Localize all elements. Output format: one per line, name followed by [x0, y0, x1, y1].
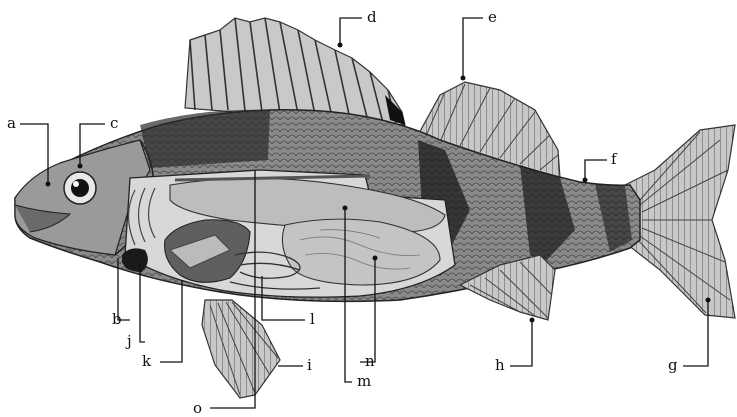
label-c: c — [110, 114, 118, 132]
label-g: g — [668, 356, 678, 374]
label-d: d — [367, 8, 377, 26]
label-f: f — [611, 150, 618, 168]
label-n: n — [365, 352, 375, 370]
caudal-fin — [625, 125, 735, 318]
label-m: m — [357, 372, 371, 390]
label-b: b — [112, 310, 122, 328]
pelvic-fin — [202, 300, 280, 398]
label-o: o — [193, 399, 202, 417]
label-i: i — [307, 356, 312, 374]
label-l: l — [310, 310, 315, 328]
label-e: e — [488, 8, 497, 26]
label-a: a — [7, 114, 16, 132]
label-k: k — [142, 352, 152, 370]
label-j: j — [125, 332, 132, 350]
label-h: h — [495, 356, 505, 374]
dorsal-fin-spiny — [185, 18, 405, 125]
